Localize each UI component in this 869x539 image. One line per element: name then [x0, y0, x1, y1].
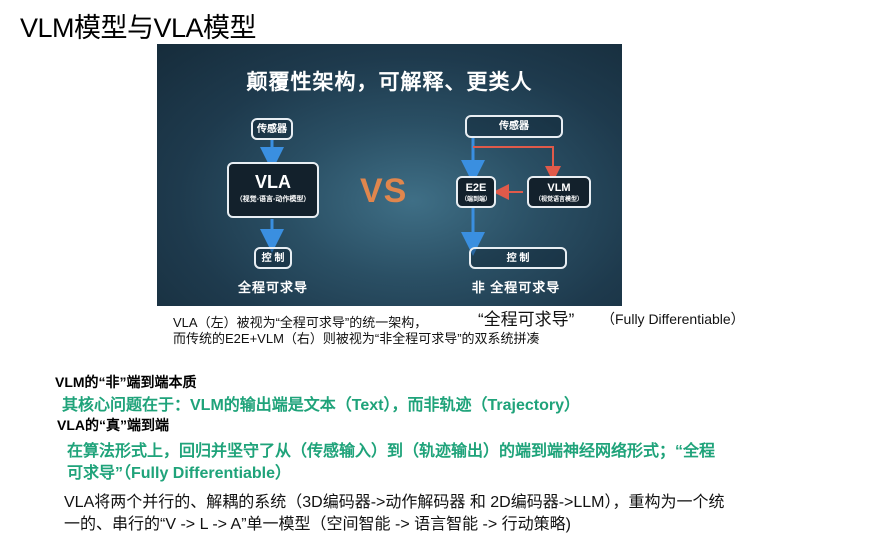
vs-mark: VS [360, 172, 408, 210]
vlm-subtitle: （视觉语言模型） [534, 197, 583, 203]
page-title: VLM模型与VLA模型 [20, 13, 257, 43]
architecture-figure: 颠覆性架构，可解释、更类人 传感器 VLA （视觉-语言-动作模型） 控 制 全… [157, 44, 622, 306]
right-figure-label: 非 全程可求导 [471, 280, 561, 295]
caption-line-2: 而传统的E2E+VLM（右）则被视为“非全程可求导”的双系统拼凑 [173, 331, 540, 346]
caption-line-1: VLA（左）被视为“全程可求导”的统一架构， [173, 315, 428, 330]
vla-subtitle: （视觉-语言-动作模型） [235, 196, 311, 203]
e2e-box: E2E （端到端） [456, 176, 496, 208]
right-control-label: 控 制 [506, 253, 530, 264]
caption-quote: “全程可求导” [478, 310, 575, 329]
right-sensor-label: 传感器 [499, 121, 529, 132]
body-line-1: VLA将两个并行的、解耦的系统（3D编码器->动作解码器 和 2D编码器->LL… [64, 494, 725, 511]
vlm-box: VLM （视觉语言模型） [527, 176, 591, 208]
vlm-point: 其核心问题在于：VLM的输出端是文本（Text），而非轨迹（Trajectory… [62, 397, 580, 414]
vlm-heading: VLM的“非”端到端本质 [55, 374, 197, 390]
left-sensor-box: 传感器 [251, 118, 293, 140]
right-sensor-box: 传感器 [465, 115, 563, 138]
line-sensor-to-vlm [473, 146, 561, 182]
left-sensor-label: 传感器 [257, 124, 287, 135]
caption-english: （Fully Differentiable） [601, 311, 745, 327]
left-control-box: 控 制 [254, 247, 292, 269]
right-control-box: 控 制 [469, 247, 567, 269]
vlm-title: VLM [547, 182, 571, 194]
e2e-title: E2E [465, 182, 487, 194]
e2e-subtitle: （端到端） [460, 197, 491, 203]
vla-point-line-1: 在算法形式上，回归并坚守了从（传感输入）到（轨迹输出）的端到端神经网络形式；“全… [67, 443, 716, 460]
vla-title: VLA [255, 172, 291, 192]
figure-headline: 颠覆性架构，可解释、更类人 [246, 71, 533, 94]
left-control-label: 控 制 [261, 253, 285, 264]
figure-connectors [260, 138, 561, 256]
body-line-2: 一的、串行的“V -> L -> A”单一模型（空间智能 -> 语言智能 -> … [64, 516, 572, 533]
vla-heading: VLA的“真”端到端 [57, 417, 169, 433]
vla-box: VLA （视觉-语言-动作模型） [227, 162, 319, 218]
vla-point-line-2: 可求导”（Fully Differentiable） [67, 465, 292, 482]
left-figure-label: 全程可求导 [237, 280, 308, 295]
